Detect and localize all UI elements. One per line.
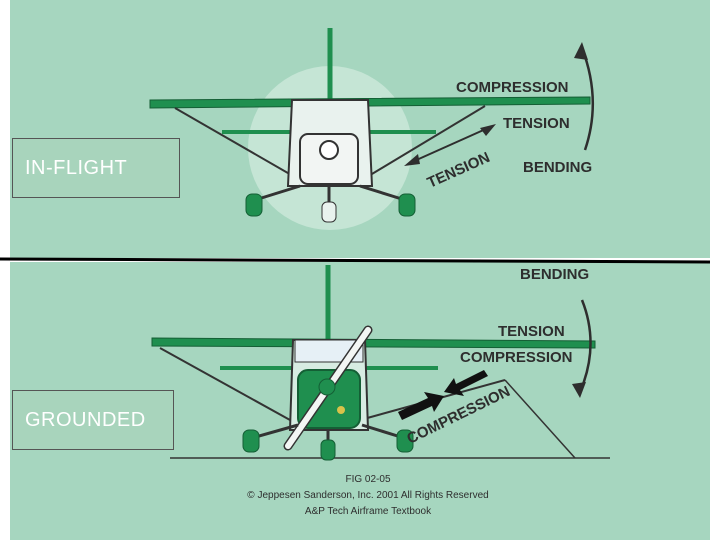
- nose-wheel-grounded: [320, 439, 336, 461]
- landing-light: [337, 406, 345, 414]
- grounded-bending-label: BENDING: [520, 266, 589, 283]
- grounded-aircraft: [151, 265, 610, 461]
- right-gear-leg: [359, 184, 406, 202]
- spinner-grounded: [318, 378, 336, 396]
- strut-tension-arrow: [411, 127, 489, 163]
- left-strut: [174, 107, 301, 181]
- inflight-bending-arrowhead: [574, 42, 588, 60]
- grounded-compression-label: COMPRESSION: [460, 349, 573, 366]
- inflight-box-label: IN-FLIGHT: [12, 138, 180, 198]
- nose-wheel: [321, 201, 337, 223]
- spinner: [319, 140, 339, 160]
- source-line: A&P Tech Airframe Textbook: [305, 506, 432, 517]
- inflight-bending-label: BENDING: [523, 159, 592, 176]
- wing-grounded: [151, 337, 596, 349]
- strut-tension-arrowhead-right: [480, 124, 496, 136]
- right-wheel: [398, 193, 416, 217]
- left-strut-grounded: [159, 347, 291, 421]
- wing: [149, 96, 591, 109]
- right-strut: [361, 105, 486, 181]
- figure-number: FIG 02-05: [345, 474, 390, 485]
- inflight-tension-label: TENSION: [503, 115, 570, 132]
- compression-arrow-right: [444, 370, 488, 396]
- copyright-line: © Jeppesen Sanderson, Inc. 2001 All Righ…: [247, 490, 488, 501]
- inflight-aircraft: [149, 28, 591, 230]
- grounded-box-label: GROUNDED: [12, 390, 174, 450]
- grounded-bending-arrowhead: [572, 382, 586, 398]
- grounded-tension-label: TENSION: [498, 323, 565, 340]
- left-gear-leg-grounded: [251, 423, 299, 440]
- compression-arrow-left: [398, 392, 444, 420]
- inflight-compression-label: COMPRESSION: [456, 79, 569, 96]
- panel-divider: [0, 257, 711, 264]
- left-wheel: [245, 193, 263, 217]
- compression-guide-line: [504, 379, 576, 459]
- left-gear-leg: [254, 184, 301, 202]
- right-wheel-grounded: [396, 429, 414, 453]
- strut-tension-arrowhead-left: [404, 154, 420, 166]
- left-wheel-grounded: [242, 429, 260, 453]
